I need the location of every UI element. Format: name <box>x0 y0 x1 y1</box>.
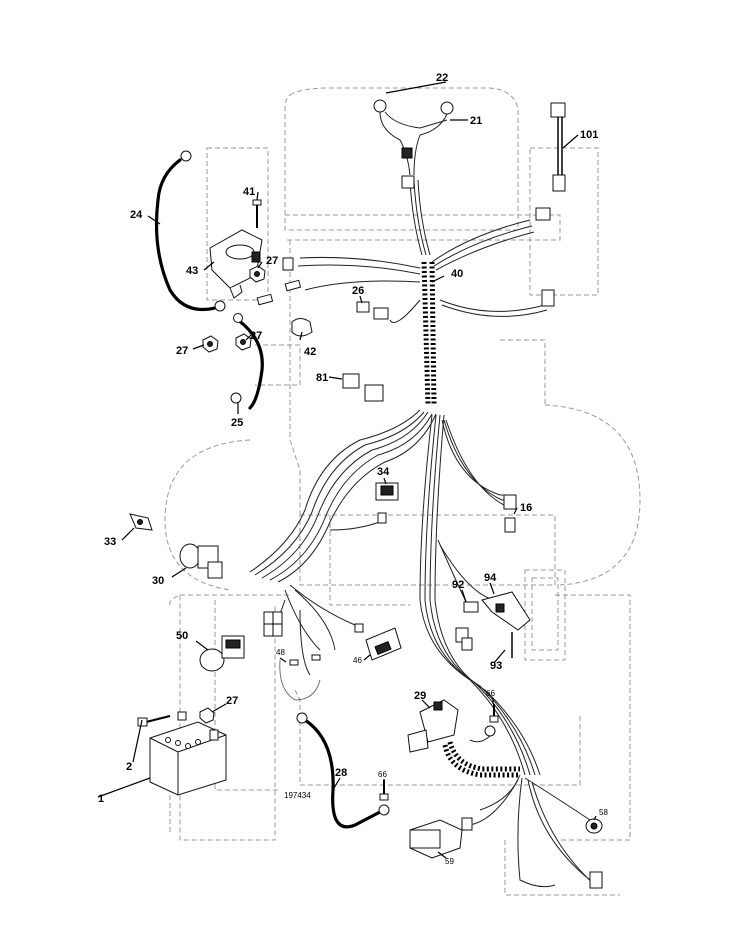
callout-leaders <box>97 81 597 859</box>
callout-26: 26 <box>352 285 364 297</box>
battery-cable-28 <box>296 712 390 829</box>
callout-66-seat: 66 <box>486 689 495 698</box>
callout-34: 34 <box>377 466 390 478</box>
battery-bolt-2 <box>137 707 215 727</box>
battery-1 <box>149 721 227 796</box>
module-46 <box>365 627 402 661</box>
connector-lead-101 <box>550 102 566 192</box>
callout-40: 40 <box>451 268 463 280</box>
tractor-body-outline <box>164 87 641 896</box>
callout-22: 22 <box>436 72 448 84</box>
callout-27-solenoid: 27 <box>266 255 278 267</box>
light-switch-50 <box>199 635 245 672</box>
callout-48: 48 <box>276 648 285 657</box>
callout-27-battery: 27 <box>226 695 238 707</box>
callout-43: 43 <box>186 265 198 277</box>
callout-30: 30 <box>152 575 164 587</box>
callout-2: 2 <box>126 761 132 773</box>
ground-terminal <box>469 725 496 743</box>
callout-46: 46 <box>353 656 362 665</box>
callout-59: 59 <box>445 857 454 866</box>
ignition-switch-30 <box>179 543 223 579</box>
harness-loom-sleeve <box>421 261 437 406</box>
safety-switch-94 <box>481 591 531 658</box>
harness-connector-right <box>535 207 555 307</box>
connector-16 <box>503 494 517 533</box>
fuse-holder-42 <box>256 257 313 337</box>
headlight-harness-21 <box>373 99 454 189</box>
callout-101: 101 <box>580 129 598 141</box>
callout-41: 41 <box>243 186 255 198</box>
callout-24: 24 <box>130 209 143 221</box>
terminal-48 <box>289 623 364 666</box>
callout-93: 93 <box>490 660 502 672</box>
screw-66 <box>379 704 499 801</box>
callout-27-right: 27 <box>250 330 262 342</box>
callout-50: 50 <box>176 630 188 642</box>
callout-16: 16 <box>520 502 532 514</box>
main-wire-harness <box>249 179 596 888</box>
callout-labels: 1 2 16 21 22 24 25 26 27 27 27 27 28 29 … <box>98 72 608 866</box>
callout-21: 21 <box>470 115 482 127</box>
connector-92 <box>455 601 479 651</box>
callout-29: 29 <box>414 690 426 702</box>
callout-66-battery: 66 <box>378 770 387 779</box>
ignition-module-59 <box>409 817 473 859</box>
mounting-clip-33 <box>129 513 153 531</box>
callout-1: 1 <box>98 793 104 805</box>
connector-26 <box>356 301 389 320</box>
callout-58: 58 <box>599 808 608 817</box>
starter-solenoid <box>209 229 263 299</box>
callout-94: 94 <box>484 572 497 584</box>
relay-81 <box>342 373 384 402</box>
connector-58 <box>585 818 603 889</box>
battery-cable-24 <box>154 150 226 312</box>
screw-41 <box>252 199 262 228</box>
callout-27-left: 27 <box>176 345 188 357</box>
switch-34 <box>375 482 399 524</box>
callout-42: 42 <box>304 346 316 358</box>
seat-switch-29 <box>407 699 459 753</box>
connector-block <box>263 611 283 637</box>
drawing-number: 197434 <box>284 791 311 800</box>
callout-81: 81 <box>316 372 328 384</box>
callout-92: 92 <box>452 579 464 591</box>
callout-28: 28 <box>335 767 347 779</box>
callout-33: 33 <box>104 536 116 548</box>
ground-cable-25 <box>230 313 264 410</box>
coiled-wire-section <box>442 741 520 778</box>
callout-25: 25 <box>231 417 243 429</box>
